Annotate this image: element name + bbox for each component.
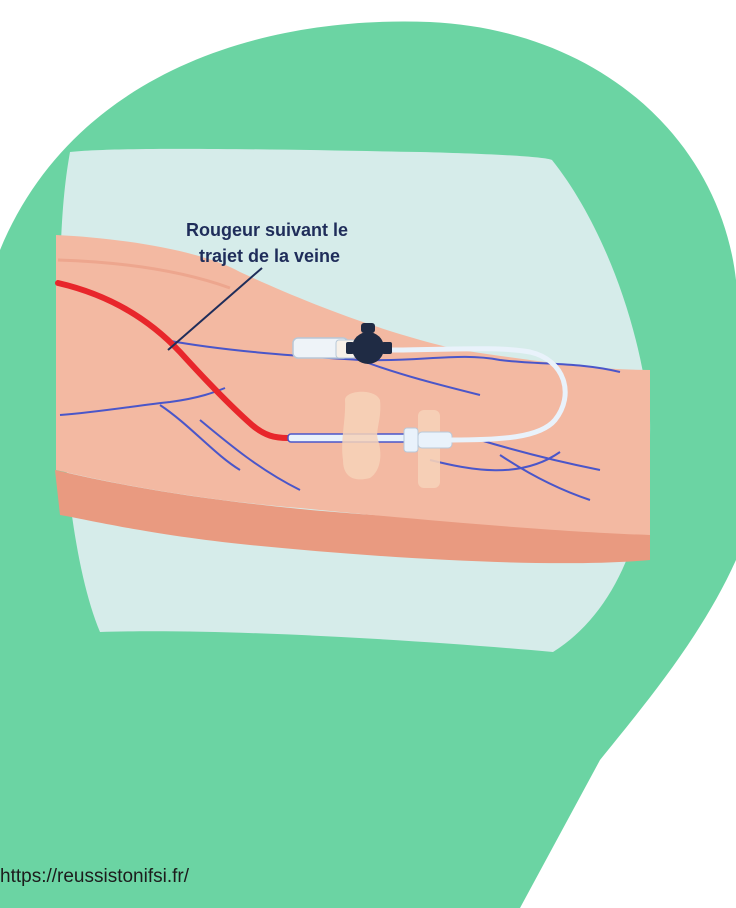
catheter-hub [404, 428, 452, 452]
annotation-line-2: trajet de la veine [199, 246, 340, 266]
valve-body [352, 332, 384, 364]
valve-handle-right [382, 342, 392, 354]
valve-handle-left [346, 342, 354, 354]
hub-body [418, 432, 452, 448]
dressing-strip [418, 410, 440, 488]
dressing [342, 392, 380, 480]
annotation-line-1: Rougeur suivant le [186, 220, 348, 240]
valve-handle-top [361, 323, 375, 333]
hub-wing [404, 428, 418, 452]
source-url: https://reussistonifsi.fr/ [0, 866, 189, 888]
